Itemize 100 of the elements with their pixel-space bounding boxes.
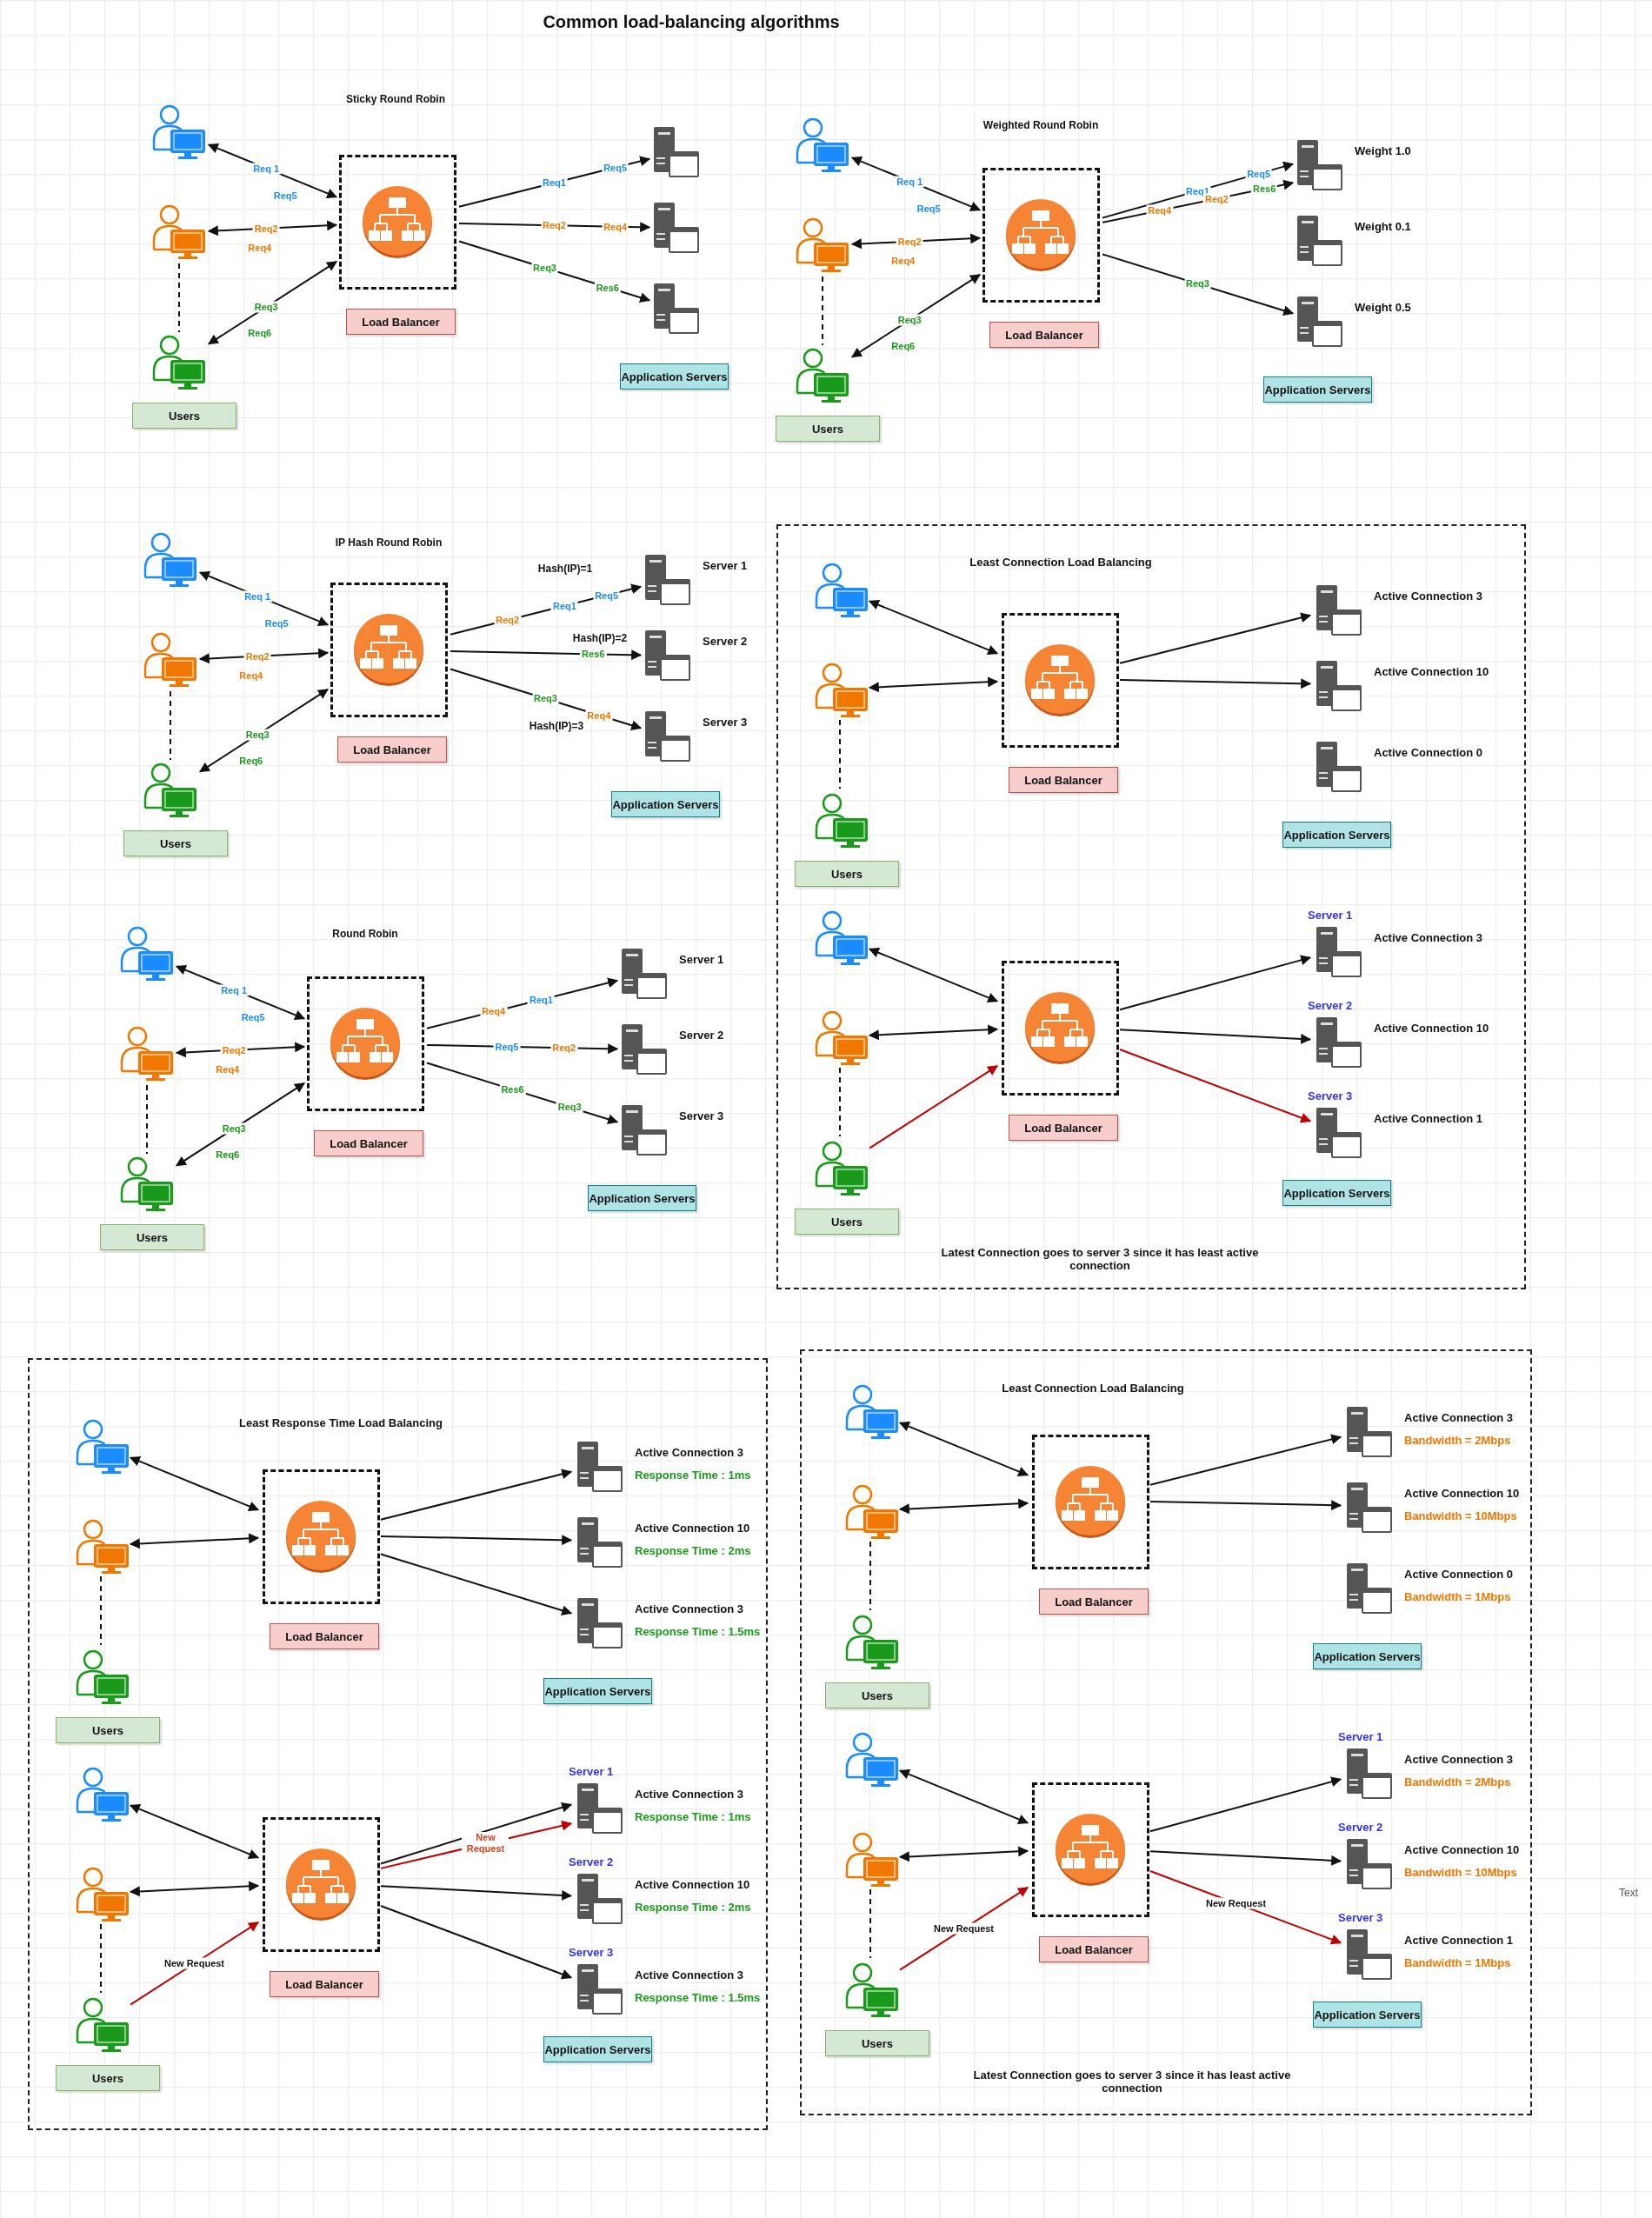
request-label: Req4 <box>890 255 916 267</box>
edge-label: New Request <box>162 1957 227 1969</box>
arrow <box>1149 1500 1342 1511</box>
server-metric: Bandwidth = 10Mbps <box>1404 1866 1517 1879</box>
edge-label: New Request <box>931 1922 996 1935</box>
arrow <box>380 1802 573 1865</box>
user-computer-icon <box>845 1732 899 1788</box>
server-caption: Active Connection 0 <box>1404 1568 1513 1581</box>
edge-label: Req1 <box>541 177 568 189</box>
arrow <box>851 273 981 358</box>
server-metric: Bandwidth = 10Mbps <box>1404 1509 1517 1522</box>
user-computer-icon <box>152 204 206 261</box>
request-label: Res6 <box>499 1083 526 1096</box>
edge-label: Req2 <box>541 219 568 231</box>
user-computer-icon <box>845 1484 899 1541</box>
panel-heading: Least Connection Load Balancing <box>1002 1382 1184 1395</box>
load-balancer-frame <box>1032 1435 1149 1569</box>
request-label: Req6 <box>215 1149 241 1161</box>
server-icon <box>1315 584 1362 636</box>
users-tag: Users <box>776 416 880 442</box>
server-icon <box>1315 660 1362 712</box>
request-label: Req5 <box>240 1011 266 1023</box>
user-computer-icon <box>845 1832 899 1888</box>
panel-caption: Latest Connection goes to server 3 since it has least active connection <box>972 2068 1292 2095</box>
request-label: Req5 <box>916 203 942 215</box>
server-caption: Active Connection 3 <box>635 1968 743 1982</box>
load-balancer-tag: Load Balancer <box>346 309 456 335</box>
user-computer-icon <box>796 348 849 404</box>
server-icon <box>1345 1838 1393 1890</box>
request-label: Req4 <box>247 242 273 254</box>
user-computer-icon <box>76 1519 130 1575</box>
dashed-connector <box>100 1923 102 1994</box>
edge-label: Res6 <box>580 648 607 660</box>
arrow <box>129 1881 260 1897</box>
user-computer-icon <box>143 632 197 689</box>
server-metric: Bandwidth = 2Mbps <box>1404 1434 1511 1447</box>
user-computer-icon <box>815 1141 869 1197</box>
dashed-connector <box>869 1888 871 1959</box>
edge-label: Req2 <box>220 1044 248 1056</box>
server-icon <box>576 1963 623 2015</box>
load-balancer-frame <box>339 155 456 290</box>
edge-label: New Request <box>462 1832 510 1855</box>
user-computer-icon <box>143 532 197 589</box>
server-icon <box>576 1782 623 1835</box>
server-caption: Active Connection 10 <box>1374 1022 1489 1035</box>
request-label: Res6 <box>594 282 621 294</box>
request-label: Req6 <box>238 755 264 767</box>
server-caption: Weight 0.5 <box>1355 301 1411 314</box>
request-label: Req4 <box>238 669 264 682</box>
servers-tag: Application Servers <box>1282 822 1391 848</box>
server-name: Server 3 <box>569 1946 614 1959</box>
edge-label: Req3 <box>243 729 271 741</box>
panel-frame <box>28 1358 768 2130</box>
server-icon <box>1296 296 1343 348</box>
servers-tag: Application Servers <box>1313 2002 1422 2028</box>
load-balancer-tag: Load Balancer <box>1009 767 1118 793</box>
server-icon <box>643 554 691 606</box>
server-caption: Server 2 <box>679 1029 724 1042</box>
dashed-connector <box>839 1067 841 1137</box>
edge-label: Req3 <box>252 301 280 313</box>
user-computer-icon <box>152 104 206 161</box>
request-label: Req4 <box>585 709 613 722</box>
arrow <box>380 1905 573 1980</box>
dashed-connector <box>822 276 823 346</box>
server-icon <box>1345 1562 1393 1615</box>
user-computer-icon <box>120 1156 174 1213</box>
user-computer-icon <box>120 926 174 982</box>
server-name: Server 1 <box>1308 909 1353 922</box>
edge-label: Req2 <box>252 223 280 235</box>
server-caption: Active Connection 3 <box>635 1602 743 1615</box>
request-label: Req4 <box>1146 204 1174 216</box>
load-balancer-tag: Load Balancer <box>337 736 447 763</box>
arrow <box>1119 955 1312 1011</box>
server-caption: Active Connection 3 <box>635 1788 743 1801</box>
server-icon <box>576 1597 623 1649</box>
edge-label: Req 1 <box>219 984 250 996</box>
panel-frame <box>800 1349 1532 2115</box>
server-metric: Bandwidth = 2Mbps <box>1404 1775 1511 1788</box>
load-balancer-frame <box>983 168 1100 303</box>
panel-heading: Least Connection Load Balancing <box>969 556 1152 569</box>
servers-tag: Application Servers <box>1313 1643 1422 1669</box>
server-icon <box>652 202 700 254</box>
server-caption: Active Connection 10 <box>1404 1843 1520 1856</box>
server-icon <box>1296 215 1343 267</box>
server-name: Server 1 <box>1338 1730 1383 1743</box>
users-tag: Users <box>795 1209 899 1235</box>
server-caption: Active Connection 10 <box>635 1522 750 1535</box>
request-label: Res6 <box>1251 183 1278 195</box>
servers-tag: Application Servers <box>1263 376 1372 403</box>
request-label: Req5 <box>602 162 629 174</box>
server-icon <box>1315 1016 1362 1069</box>
server-icon <box>1315 1107 1362 1159</box>
server-name: Server 1 <box>569 1765 614 1778</box>
server-icon <box>643 710 691 763</box>
user-computer-icon <box>120 1026 174 1082</box>
section-title: Sticky Round Robin <box>346 93 445 105</box>
load-balancer-frame <box>263 1817 380 1952</box>
request-label: Req5 <box>263 617 290 629</box>
arrow <box>1149 1776 1342 1833</box>
server-metric: Bandwidth = 1Mbps <box>1404 1590 1511 1603</box>
